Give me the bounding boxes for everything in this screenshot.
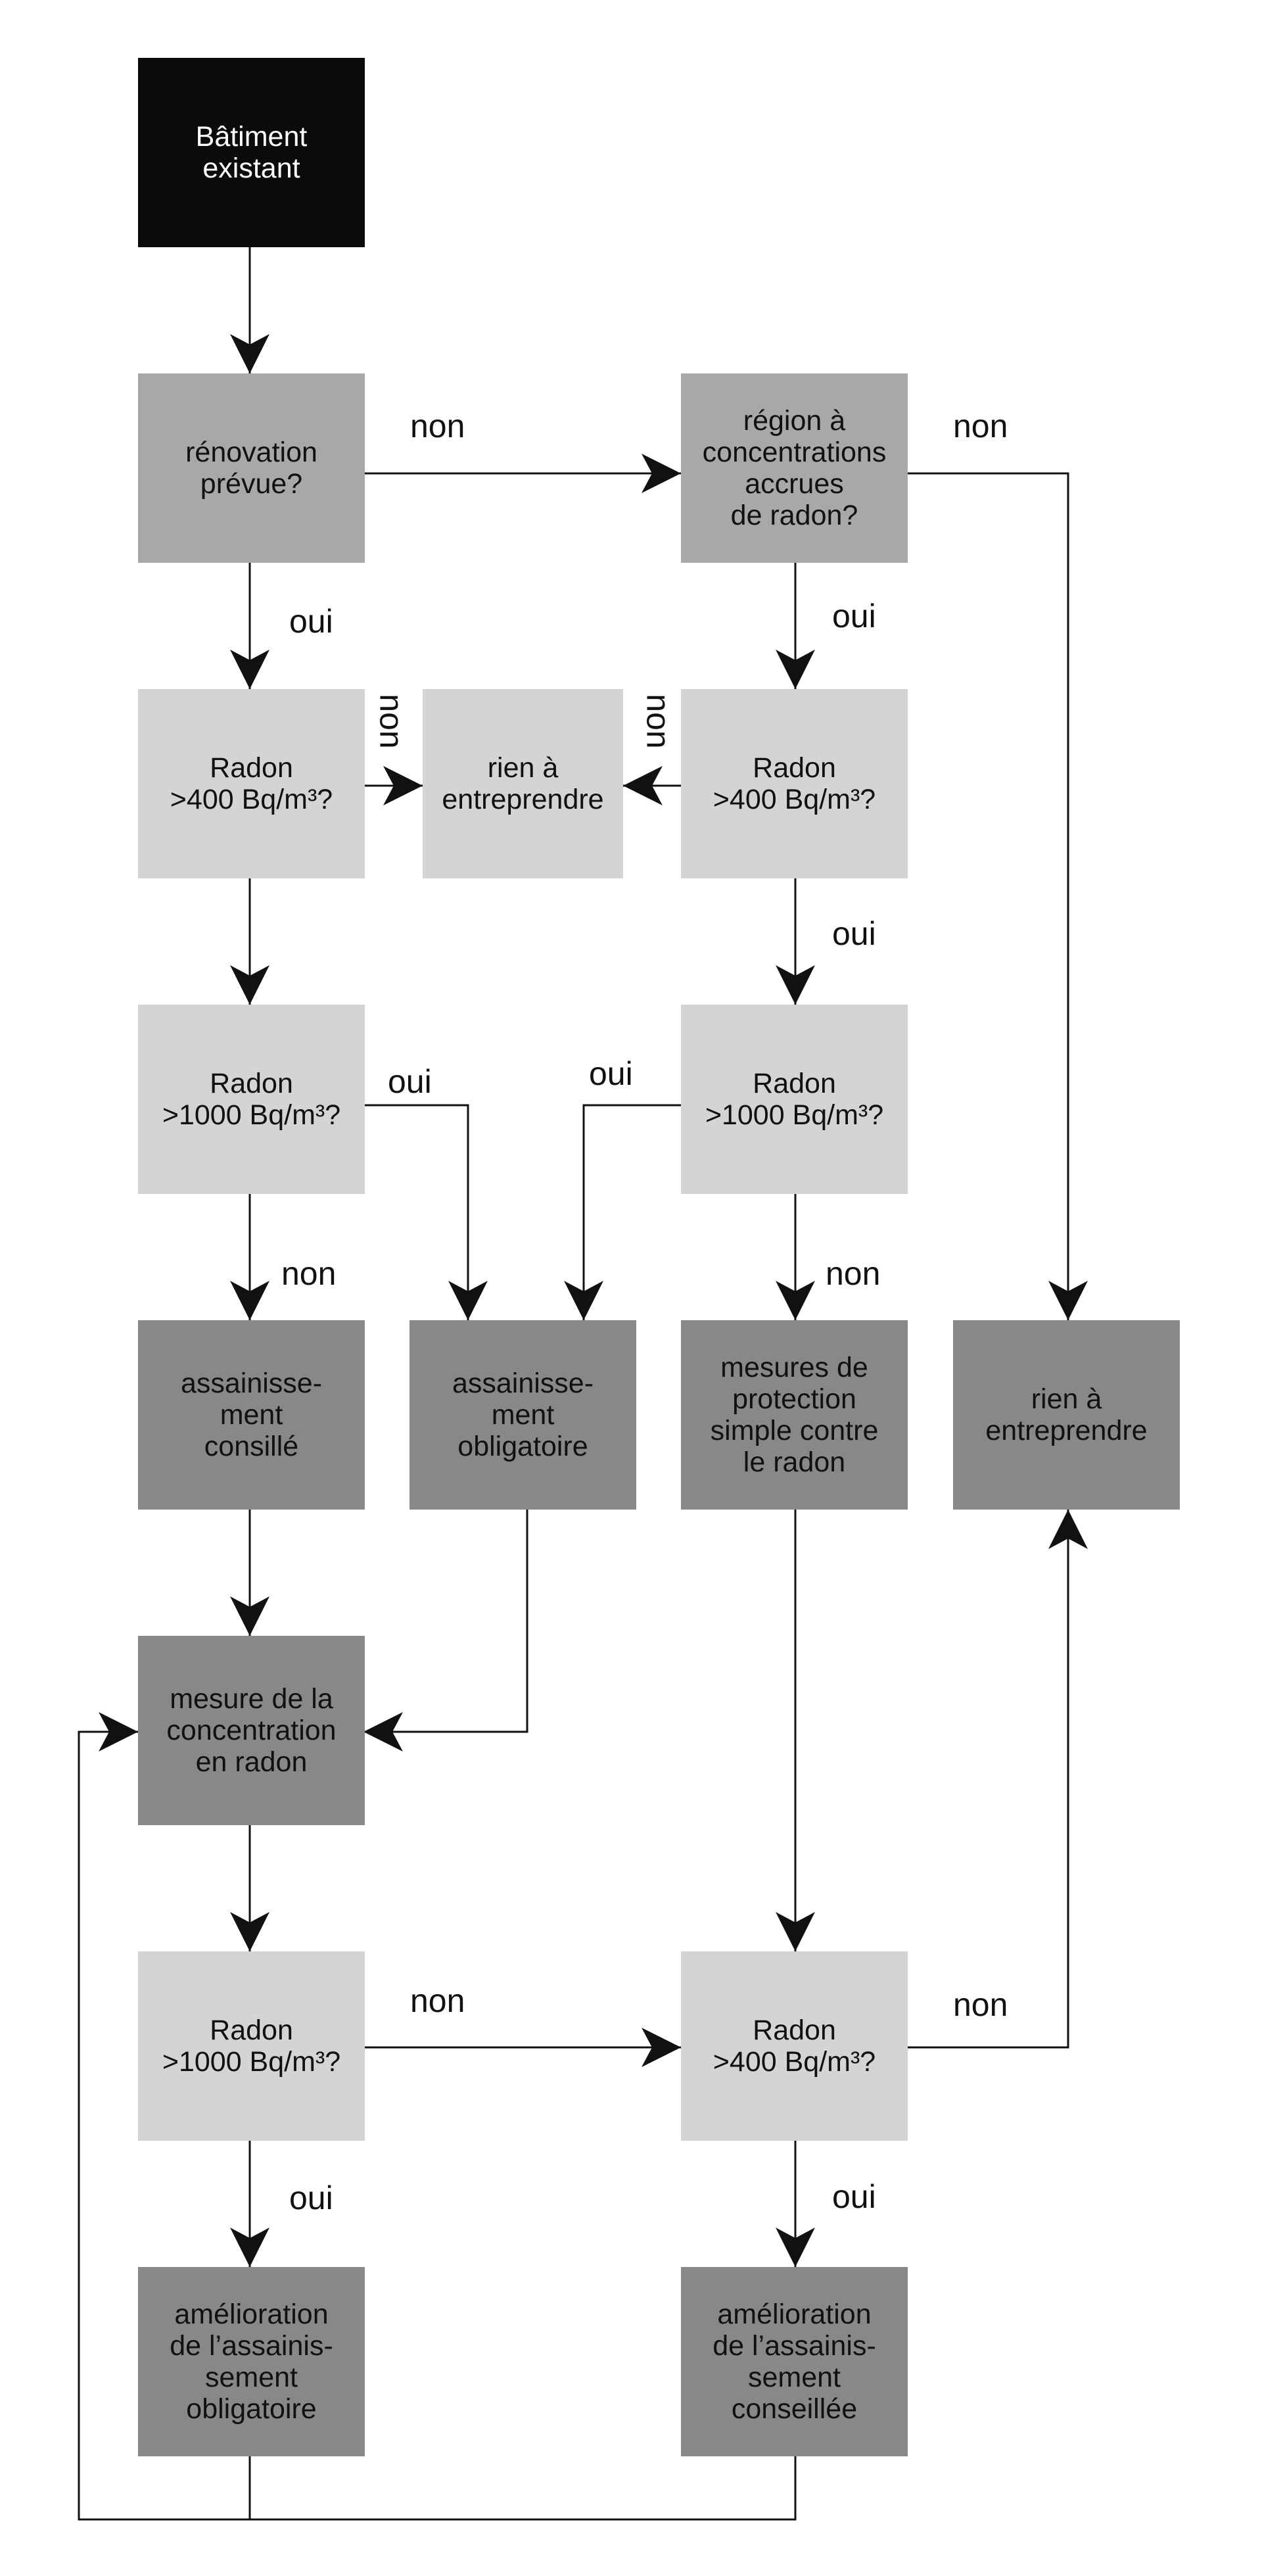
left-400-no-label: non bbox=[373, 694, 410, 749]
right-1000-no-label: non bbox=[826, 1255, 881, 1292]
region-yes-label: oui bbox=[832, 598, 876, 634]
left-radon-1000-box: Radon >1000 Bq/m³? bbox=[138, 1005, 365, 1194]
check-1000-no-label: non bbox=[410, 1982, 465, 2019]
check-1000-yes-label: oui bbox=[289, 2180, 333, 2216]
start-box-text: Bâtiment existant bbox=[195, 121, 308, 184]
region-decision-box: région à concentrations accrues de radon… bbox=[681, 373, 908, 563]
improve-mandatory-text: amélioration de l’assainis- sement oblig… bbox=[170, 2299, 333, 2425]
right-400-no-label: non bbox=[640, 694, 677, 749]
renovation-decision-box: rénovation prévue? bbox=[138, 373, 365, 563]
arrow-region-to-nothing-right bbox=[907, 472, 1088, 1320]
check-radon-1000-box: Radon >1000 Bq/m³? bbox=[138, 1951, 365, 2141]
recommended-remediation-text: assainisse- ment consillé bbox=[180, 1368, 323, 1462]
check-radon-400-box: Radon >400 Bq/m³? bbox=[681, 1951, 908, 2141]
check-400-yes-label: oui bbox=[832, 2178, 876, 2215]
nothing-to-do-middle-text: rien à entreprendre bbox=[442, 752, 604, 815]
improve-recommended-text: amélioration de l’assainis- sement conse… bbox=[713, 2299, 876, 2425]
arrow-left-1000-to-mandatory bbox=[363, 1104, 488, 1320]
left-radon-1000-text: Radon >1000 Bq/m³? bbox=[162, 1068, 341, 1131]
feedback-loop-line bbox=[78, 1712, 251, 2521]
improve-recommended-box: amélioration de l’assainis- sement conse… bbox=[681, 2267, 908, 2456]
check-400-no-label: non bbox=[953, 1986, 1008, 2023]
concentration-measurement-text: mesure de la concentration en radon bbox=[166, 1683, 337, 1778]
nothing-to-do-box-middle: rien à entreprendre bbox=[423, 689, 623, 878]
check-radon-400-text: Radon >400 Bq/m³? bbox=[713, 2015, 876, 2078]
arrow-right-1000-to-mandatory bbox=[564, 1104, 681, 1320]
right-radon-400-box: Radon >400 Bq/m³? bbox=[681, 689, 908, 878]
start-box: Bâtiment existant bbox=[138, 58, 365, 247]
region-decision-text: région à concentrations accrues de radon… bbox=[702, 405, 887, 531]
recommended-remediation-box: assainisse- ment consillé bbox=[138, 1320, 365, 1510]
concentration-measurement-box: mesure de la concentration en radon bbox=[138, 1636, 365, 1825]
renovation-decision-text: rénovation prévue? bbox=[185, 437, 317, 500]
arrow-mandatory-to-measurement bbox=[363, 1510, 528, 1752]
left-1000-no-label: non bbox=[281, 1255, 337, 1292]
feedback-join-line bbox=[250, 2456, 797, 2521]
right-1000-yes-label: oui bbox=[589, 1055, 633, 1092]
region-no-label: non bbox=[953, 408, 1008, 444]
nothing-to-do-right-text: rien à entreprendre bbox=[985, 1383, 1148, 1446]
mandatory-remediation-text: assainisse- ment obligatoire bbox=[452, 1368, 594, 1462]
check-radon-1000-text: Radon >1000 Bq/m³? bbox=[162, 2015, 341, 2078]
left-radon-400-box: Radon >400 Bq/m³? bbox=[138, 689, 365, 878]
simple-protection-box: mesures de protection simple contre le r… bbox=[681, 1320, 908, 1510]
nothing-to-do-box-right: rien à entreprendre bbox=[953, 1320, 1180, 1510]
left-1000-yes-label: oui bbox=[388, 1063, 432, 1100]
mandatory-remediation-box: assainisse- ment obligatoire bbox=[409, 1320, 636, 1510]
right-radon-1000-text: Radon >1000 Bq/m³? bbox=[705, 1068, 884, 1131]
right-radon-1000-box: Radon >1000 Bq/m³? bbox=[681, 1005, 908, 1194]
arrow-check-400-to-nothing-right bbox=[907, 1510, 1088, 2049]
right-radon-400-text: Radon >400 Bq/m³? bbox=[713, 752, 876, 815]
improve-mandatory-box: amélioration de l’assainis- sement oblig… bbox=[138, 2267, 365, 2456]
renovation-no-label: non bbox=[410, 408, 465, 444]
renovation-yes-label: oui bbox=[289, 603, 333, 640]
simple-protection-text: mesures de protection simple contre le r… bbox=[710, 1352, 879, 1478]
right-400-yes-label: oui bbox=[832, 915, 876, 952]
left-radon-400-text: Radon >400 Bq/m³? bbox=[170, 752, 333, 815]
